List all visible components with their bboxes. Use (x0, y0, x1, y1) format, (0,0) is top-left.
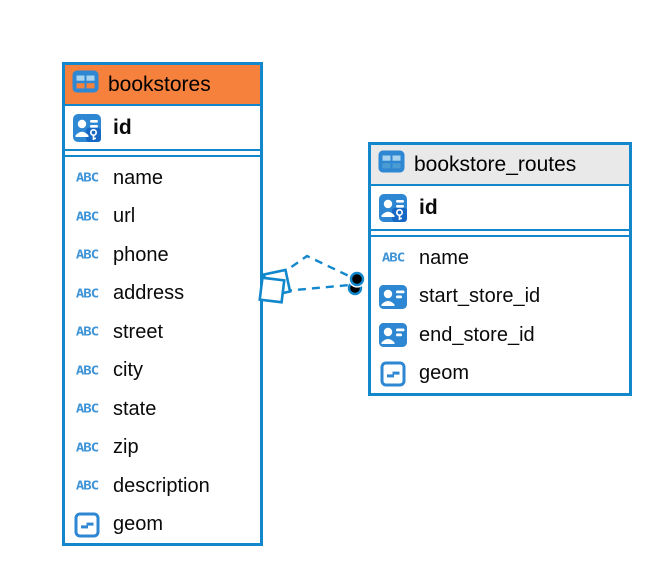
text-type-glyph: ABC (75, 171, 99, 186)
text-type-glyph: ABC (75, 286, 99, 301)
text-type-icon: ABC (69, 401, 105, 417)
geometry-type-icon (69, 512, 105, 538)
field-name: url (113, 205, 136, 228)
text-type-icon: ABC (69, 170, 105, 186)
field-list: ABC name start_store_id end_store_id geom (371, 237, 629, 393)
field-row-name[interactable]: ABC name (371, 239, 629, 278)
table-bookstore-routes[interactable]: bookstore_routes id ABC name start_store_… (368, 142, 632, 396)
field-row-zip[interactable]: ABC zip (65, 429, 260, 468)
field-name: phone (113, 243, 169, 266)
diamond-endpoint[interactable] (258, 268, 292, 304)
table-icon (72, 70, 99, 99)
text-type-icon: ABC (69, 440, 105, 456)
field-name: zip (113, 436, 139, 459)
text-type-glyph: ABC (75, 440, 99, 455)
field-name: start_store_id (419, 285, 541, 308)
text-type-icon: ABC (69, 247, 105, 263)
text-type-icon: ABC (69, 363, 105, 379)
relationship-line-lower[interactable] (283, 283, 351, 293)
field-name: id (113, 115, 132, 139)
field-name: address (113, 282, 185, 305)
field-name: end_store_id (419, 323, 535, 346)
geometry-type-icon (375, 361, 411, 387)
field-row-phone[interactable]: ABC phone (65, 236, 260, 275)
text-type-glyph: ABC (75, 248, 99, 263)
relationship-line-upper[interactable] (279, 254, 352, 279)
field-row-id[interactable]: id (65, 106, 260, 151)
field-name: id (419, 195, 438, 219)
text-type-icon: ABC (69, 478, 105, 494)
foreign-key-icon (375, 284, 411, 309)
text-type-glyph: ABC (75, 402, 99, 417)
table-title: bookstore_routes (414, 152, 577, 176)
text-type-icon: ABC (69, 324, 105, 340)
field-row-start_store_id[interactable]: start_store_id (371, 278, 629, 317)
field-name: street (113, 320, 164, 343)
text-type-icon: ABC (69, 286, 105, 302)
primary-key-icon (69, 113, 105, 142)
field-row-geom[interactable]: geom (371, 355, 629, 394)
foreign-key-icon (375, 323, 411, 348)
section-separator (65, 151, 260, 157)
table-header-bookstore-routes[interactable]: bookstore_routes (371, 145, 629, 186)
text-type-icon: ABC (375, 250, 411, 266)
text-type-glyph: ABC (381, 251, 405, 266)
field-name: name (419, 246, 470, 269)
field-row-name[interactable]: ABC name (65, 159, 260, 198)
text-type-glyph: ABC (75, 363, 99, 378)
relationship-connector[interactable] (250, 230, 390, 330)
field-row-city[interactable]: ABC city (65, 352, 260, 391)
field-row-url[interactable]: ABC url (65, 198, 260, 237)
text-type-glyph: ABC (75, 325, 99, 340)
field-name: name (113, 166, 164, 189)
section-separator (371, 231, 629, 237)
field-name: city (113, 359, 143, 382)
field-name: geom (419, 362, 470, 385)
primary-key-icon (375, 193, 411, 222)
field-row-end_store_id[interactable]: end_store_id (371, 316, 629, 355)
table-title: bookstores (108, 72, 211, 96)
field-row-id[interactable]: id (371, 186, 629, 231)
table-icon (378, 150, 405, 179)
field-row-state[interactable]: ABC state (65, 390, 260, 429)
field-row-description[interactable]: ABC description (65, 467, 260, 506)
field-name: state (113, 397, 157, 420)
text-type-glyph: ABC (75, 209, 99, 224)
table-header-bookstores[interactable]: bookstores (65, 65, 260, 106)
dot-endpoint[interactable] (347, 270, 366, 296)
text-type-glyph: ABC (75, 479, 99, 494)
field-name: description (113, 474, 210, 497)
field-row-street[interactable]: ABC street (65, 313, 260, 352)
field-name: geom (113, 513, 164, 536)
field-row-address[interactable]: ABC address (65, 275, 260, 314)
field-row-geom[interactable]: geom (65, 506, 260, 545)
text-type-icon: ABC (69, 209, 105, 225)
